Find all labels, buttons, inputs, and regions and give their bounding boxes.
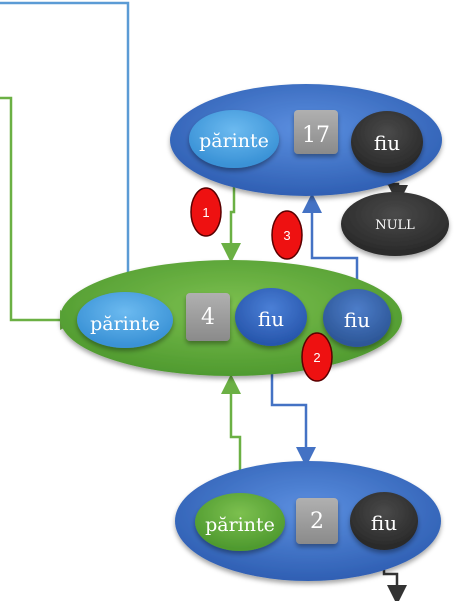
node-top-child-label: fiu [374, 131, 400, 155]
node-top-key-box [294, 110, 338, 154]
node-middle-child-left-label: fiu [258, 307, 284, 331]
light-blue-parent-link [0, 1, 130, 300]
node-middle-child-right-circle [323, 289, 391, 347]
node-bottom-child-circle [350, 492, 418, 550]
node-middle-parent-label: părinte [90, 313, 160, 335]
node-top-child-circle [351, 111, 423, 173]
node-top-key: 17 [302, 123, 330, 148]
node-middle-key-box [186, 293, 230, 341]
step-marker-2 [301, 332, 333, 382]
step-marker-1 [190, 187, 222, 237]
node-middle-key: 4 [201, 305, 215, 330]
node-middle-child-left-circle [235, 288, 307, 346]
node-top: părinte 17 fiu [170, 84, 442, 196]
null-node-label: NULL [375, 218, 415, 233]
node-bottom: părinte 2 fiu [175, 461, 441, 581]
node-top-parent-label: părinte [199, 130, 269, 152]
step-marker-3 [271, 210, 303, 260]
node-bottom-key-box [296, 498, 338, 544]
green-link-top-to-middle [221, 168, 241, 263]
node-middle: părinte 4 fiu fiu [60, 260, 402, 376]
node-middle-parent-pill [77, 292, 173, 348]
step-marker-1-label: 1 [202, 205, 209, 220]
node-bottom-key: 2 [310, 509, 324, 534]
node-bottom-child-label: fiu [371, 511, 397, 535]
blue-link-fiu-to-top [302, 193, 359, 292]
step-markers: 1 2 3 [190, 187, 333, 382]
green-link-bottom-to-middle [221, 374, 242, 500]
node-middle-child-right-label: fiu [344, 308, 370, 332]
null-node-ellipse [341, 192, 449, 256]
node-bottom-parent-label: părinte [205, 514, 275, 536]
step-marker-2-label: 2 [313, 350, 320, 365]
node-top-parent-pill [189, 110, 279, 168]
null-node: NULL [341, 192, 449, 256]
node-bottom-parent-pill [195, 493, 285, 551]
green-incoming-link [0, 96, 80, 330]
step-marker-3-label: 3 [283, 228, 290, 243]
